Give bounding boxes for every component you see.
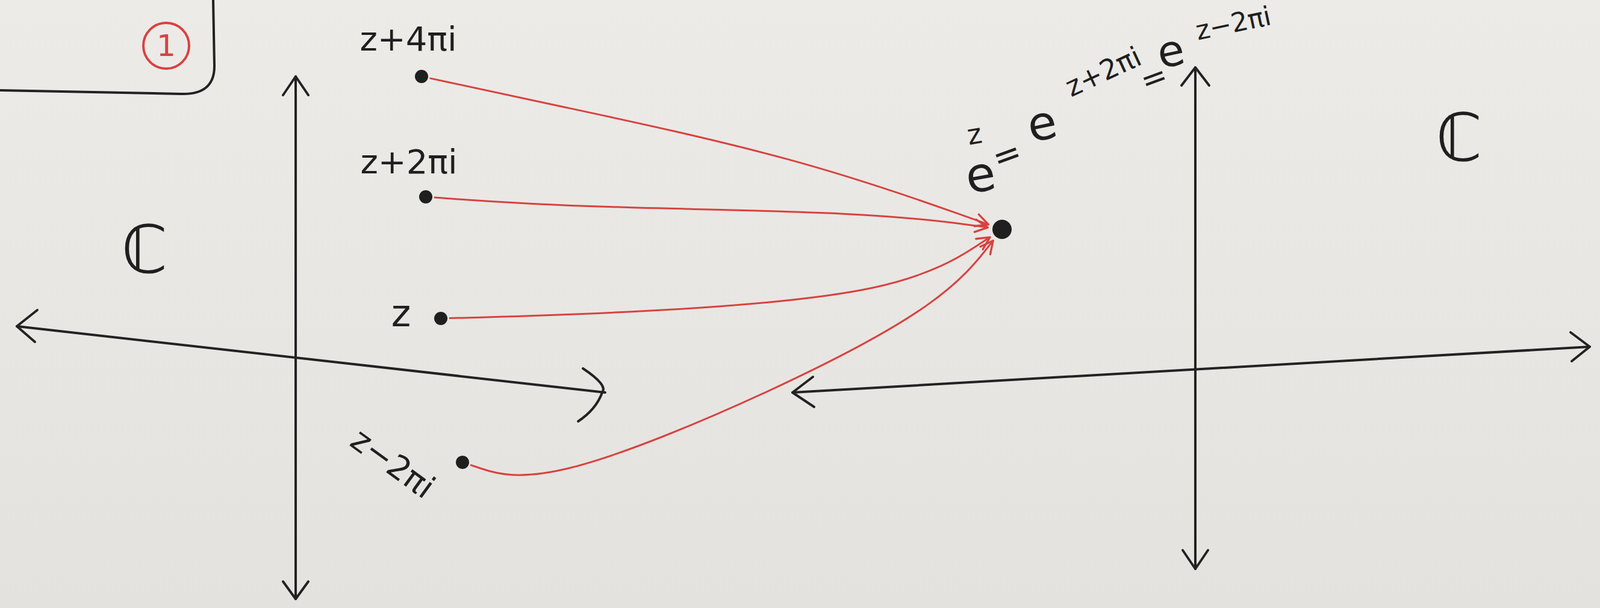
point-label: z — [391, 295, 412, 333]
mapping-arrow — [434, 197, 988, 228]
complex-plane-symbol: ℂ — [121, 216, 169, 284]
axis-arrowhead — [1570, 332, 1590, 362]
axis-arrowhead — [16, 310, 38, 343]
point-label: z+4πi — [359, 22, 457, 57]
point-label: e — [1022, 97, 1061, 150]
point-label: z+2πi — [360, 145, 458, 179]
point-label: e — [1153, 27, 1189, 76]
right-axes — [792, 67, 1590, 570]
point-label: z−2πi — [345, 422, 441, 505]
axis-arrowhead — [283, 76, 309, 96]
mapping-arrow — [470, 240, 993, 476]
point-label: e — [961, 148, 1000, 202]
imaginary-axis — [1194, 67, 1197, 570]
axis-arrowhead — [578, 368, 604, 422]
axis-arrowhead — [1182, 550, 1208, 570]
real-axis — [16, 326, 606, 393]
point-label: z+2πi — [1061, 42, 1145, 102]
preimage-point: z+2πi — [419, 190, 433, 204]
problem-number: 1 — [156, 30, 176, 61]
image-point: ez=ez+2πi=ez−2πi — [992, 219, 1012, 240]
imaginary-axis — [294, 76, 297, 600]
preimage-point: z — [434, 311, 448, 326]
axis-arrowhead — [1181, 67, 1210, 86]
axis-arrowhead — [283, 581, 309, 600]
real-axis — [792, 346, 1590, 393]
left-axes — [16, 76, 606, 600]
preimage-point: z+4πi — [414, 69, 429, 84]
point-label: z — [964, 119, 984, 149]
complex-plane-symbol: ℂ — [1436, 104, 1483, 172]
axis-arrowhead — [792, 376, 815, 408]
preimage-point: z−2πi — [455, 455, 470, 470]
mapping-arrow — [449, 237, 990, 318]
corner-bracket — [0, 0, 215, 94]
number-circle — [143, 22, 190, 69]
point-label: = — [987, 134, 1026, 176]
point-label: = — [1136, 58, 1172, 97]
point-label: z−2πi — [1192, 2, 1274, 44]
